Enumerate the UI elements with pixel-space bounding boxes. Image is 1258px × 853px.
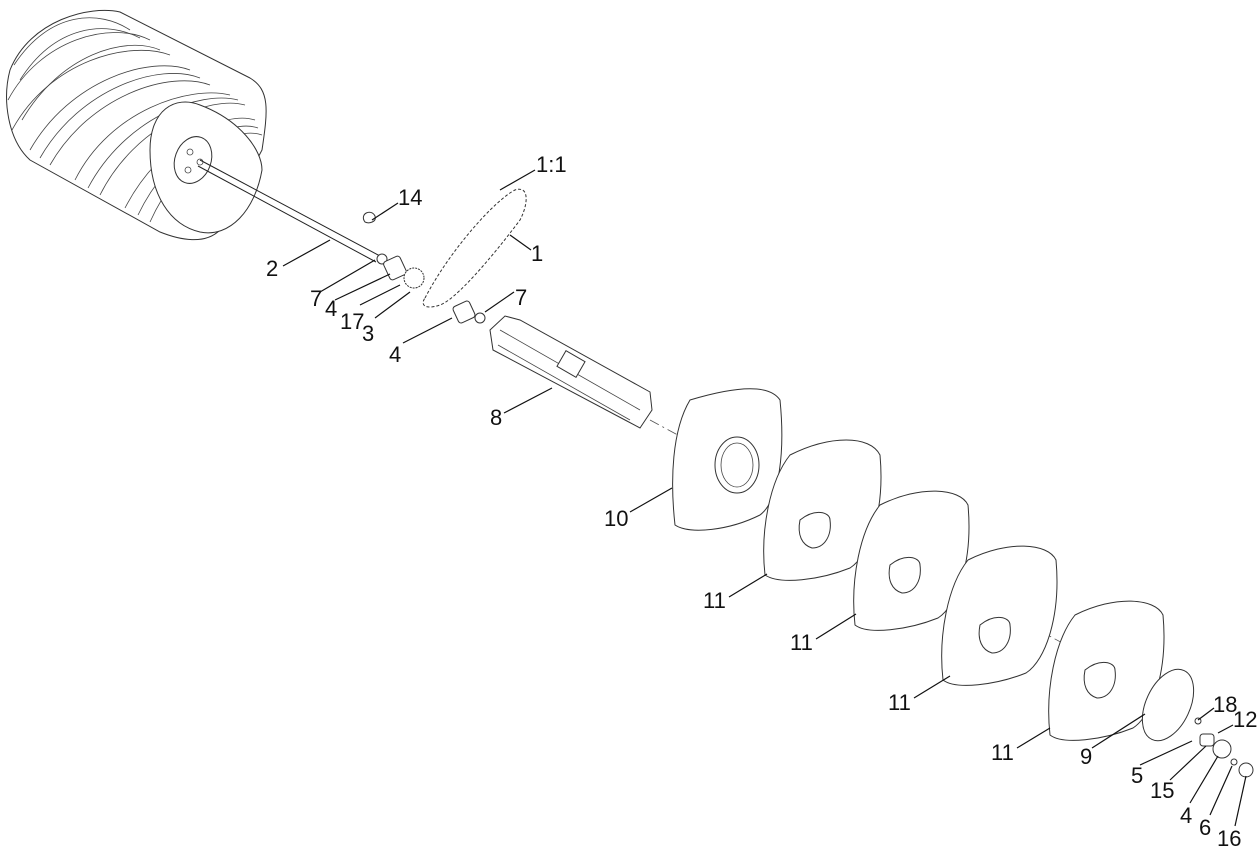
- callout-c-6: 6: [1199, 815, 1212, 840]
- callout-c-4c: 4: [1180, 803, 1193, 828]
- callout-c-8: 8: [490, 405, 503, 430]
- end-plate-9: [1141, 668, 1195, 742]
- leader-c-16: [1234, 775, 1247, 827]
- bearing-4c: [1212, 739, 1232, 759]
- leader-c-4c: [1189, 755, 1219, 804]
- cap-16: [1238, 762, 1254, 778]
- leader-c-5: [1139, 740, 1193, 766]
- reel-frame-8: [489, 315, 653, 429]
- leader-c-2: [282, 239, 331, 267]
- callout-c-17: 17: [340, 309, 365, 334]
- callout-c-9: 9: [1080, 744, 1093, 769]
- bearing-4b: [452, 300, 476, 324]
- leader-c-8: [503, 387, 553, 414]
- shaft: [197, 159, 381, 263]
- leader-c-11c: [913, 675, 951, 699]
- callout-c-4a: 4: [325, 296, 338, 321]
- end-plate-10: [672, 388, 783, 531]
- callout-c-2: 2: [266, 256, 279, 281]
- callout-c-4b: 4: [389, 342, 402, 367]
- callout-c-11a: 11: [703, 588, 726, 613]
- leader-c-9: [1091, 713, 1146, 749]
- leader-c-3: [374, 291, 411, 319]
- bushing-15: [1199, 733, 1215, 747]
- callout-c-1-1: 1:1: [536, 152, 567, 177]
- callout-c-12: 12: [1233, 707, 1258, 732]
- leader-c-7b: [484, 291, 515, 313]
- callout-c-3: 3: [362, 321, 375, 346]
- leader-c-12: [1217, 724, 1234, 734]
- disc-11d: [1048, 600, 1165, 741]
- disc-11a: [763, 439, 882, 581]
- leader-c-10: [629, 487, 673, 513]
- nut-6: [1230, 758, 1238, 766]
- callout-c-7a: 7: [310, 286, 323, 311]
- leader-c-11b: [815, 613, 857, 640]
- callout-c-7b: 7: [515, 285, 528, 310]
- leader-c-11d: [1016, 727, 1051, 749]
- sprocket-3: [403, 267, 425, 289]
- leader-c-4b: [402, 317, 453, 344]
- disc-11b: [853, 490, 970, 631]
- callout-c-15: 15: [1150, 778, 1175, 803]
- callout-c-1: 1: [531, 241, 544, 266]
- callout-c-11d: 11: [991, 740, 1014, 765]
- callout-c-18: 18: [1213, 692, 1238, 717]
- leader-c-1-1: [499, 169, 536, 191]
- leader-c-15: [1169, 745, 1207, 781]
- leader-c-4a: [334, 273, 391, 301]
- disc-11c: [941, 545, 1058, 686]
- leader-c-14: [371, 202, 399, 221]
- roller-drum: [6, 9, 267, 241]
- chain-1: [422, 188, 527, 308]
- callout-c-10: 10: [604, 506, 629, 531]
- leader-c-17: [359, 284, 401, 306]
- callout-c-11c: 11: [888, 690, 911, 715]
- key-part-14: [362, 211, 376, 224]
- washer-7b: [474, 312, 486, 324]
- callout-c-14: 14: [398, 185, 423, 210]
- leader-c-6: [1209, 765, 1233, 816]
- leader-lines: [282, 169, 1247, 827]
- leader-c-7a: [319, 259, 376, 293]
- callout-c-11b: 11: [790, 630, 813, 655]
- leader-c-1: [509, 234, 532, 251]
- leader-c-18: [1197, 707, 1215, 721]
- callout-c-5: 5: [1131, 763, 1144, 788]
- leader-c-11a: [728, 573, 768, 598]
- callout-c-16: 16: [1217, 826, 1242, 851]
